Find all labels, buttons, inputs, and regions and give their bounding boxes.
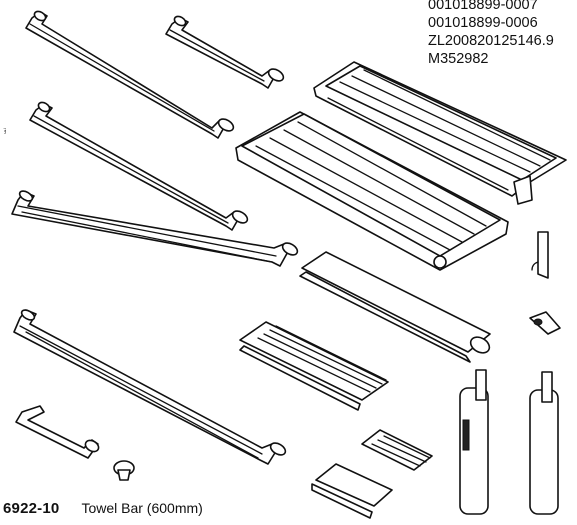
towel-bar-long-top [25,10,235,139]
towel-bar-short-top [165,15,285,89]
glass-shelf [299,251,491,363]
patent-number: 001018899-0007 [428,0,538,13]
robe-hook [531,231,549,279]
product-name: Towel Bar (600mm) [81,500,203,516]
patent-number: ZL200820125146.9 [428,33,554,49]
soap-dish-small [361,429,433,471]
patent-number: 001018899-0006 [428,15,538,31]
hand-towel-holder [15,405,100,459]
toilet-brush-holder-left [459,369,489,515]
soap-basket-large [239,321,389,411]
patent-number: M352982 [428,51,489,67]
side-mark: ᵣₘ [2,128,9,135]
wall-hook-small [529,311,561,335]
towel-rack-shelf [313,61,567,205]
toilet-brush-holder-right [529,371,559,515]
towel-bar-single-middle [29,101,249,231]
tissue-holder [311,463,393,519]
towel-bar-600mm [13,309,287,465]
towel-bar-double [11,190,299,267]
model-number: 6922-10 [3,500,60,517]
robe-knob [113,460,135,481]
patent-numbers: 001018899-0007 001018899-0006 ZL20082012… [428,0,554,68]
towel-shelf [235,111,509,271]
product-caption: 6922-10 Towel Bar (600mm) [3,500,203,518]
